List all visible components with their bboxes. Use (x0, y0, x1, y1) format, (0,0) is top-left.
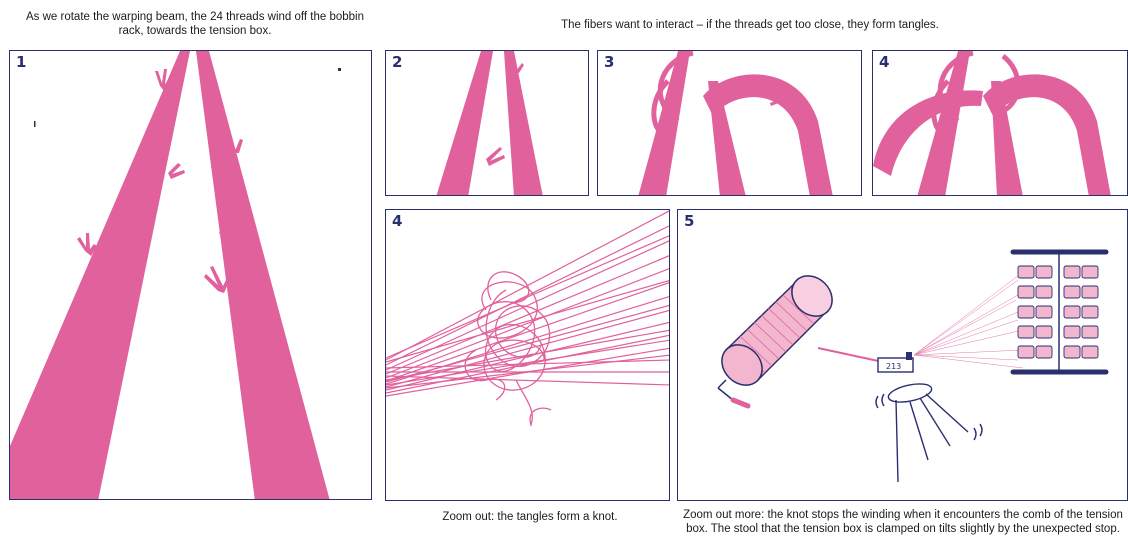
panel-3: 3 (597, 50, 862, 196)
knot-illustration (386, 210, 670, 501)
caption-bottom-right: Zoom out more: the knot stops the windin… (680, 508, 1126, 536)
tension-box: 213 (878, 352, 913, 372)
panel-2: 2 (385, 50, 589, 196)
panel-1: 1 (9, 50, 372, 500)
panel-4-knot: 4 (385, 209, 670, 501)
panel-number: 1 (16, 53, 26, 71)
panel-number: 4 (392, 212, 402, 230)
tension-box-label: 213 (886, 362, 901, 371)
panel-number: 2 (392, 53, 402, 71)
threads-illustration-3 (598, 51, 862, 196)
threads-illustration-1 (10, 51, 372, 500)
stool (876, 381, 982, 482)
bobbin-rack (1013, 252, 1106, 372)
threads-illustration-2 (386, 51, 589, 196)
caption-top-left: As we rotate the warping beam, the 24 th… (20, 10, 370, 38)
panel-number: 5 (684, 212, 694, 230)
panel-number: 4 (879, 53, 889, 71)
threads-illustration-4 (873, 51, 1128, 196)
warping-setup-illustration: 213 (678, 210, 1128, 501)
panel-number: 3 (604, 53, 614, 71)
panel-5: 5 213 (677, 209, 1128, 501)
caption-bottom-middle: Zoom out: the tangles form a knot. (390, 510, 670, 524)
warping-beam (714, 268, 841, 406)
panel-4-top: 4 (872, 50, 1128, 196)
caption-top-right: The fibers want to interact – if the thr… (490, 18, 1010, 32)
